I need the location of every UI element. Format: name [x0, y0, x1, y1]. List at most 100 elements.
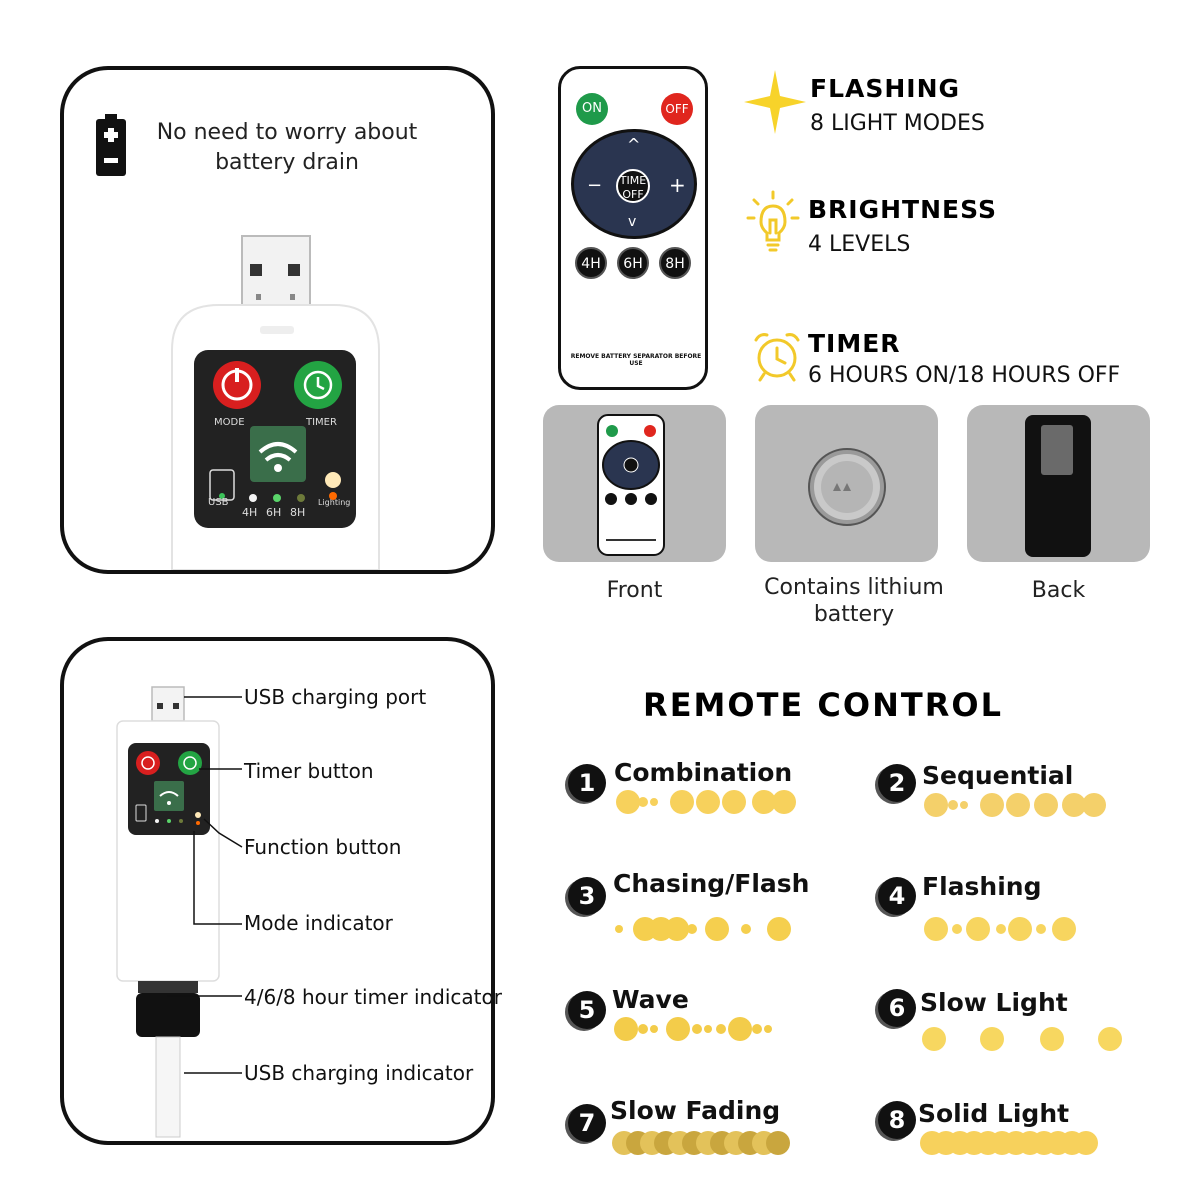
remote-time-off-button: TIME OFF — [616, 169, 650, 203]
mode-6-title: Slow Light — [920, 988, 1068, 1017]
remote-footer-text: REMOVE BATTERY SEPARATOR BEFORE USE — [570, 353, 702, 367]
device-usb-label: USB — [208, 497, 229, 508]
mode-8-title: Solid Light — [918, 1099, 1070, 1128]
mode-4-badge: 4 — [878, 877, 916, 915]
mode-8-badge: 8 — [878, 1101, 916, 1139]
light-dot — [922, 1027, 946, 1051]
coin-battery-image — [808, 448, 886, 526]
light-dot — [1008, 917, 1032, 941]
light-dot — [687, 924, 697, 934]
back-caption: Back — [1031, 578, 1086, 603]
light-dot — [1082, 793, 1106, 817]
remote-control-heading: REMOTE CONTROL — [643, 686, 1003, 724]
mode-3-badge: 3 — [568, 877, 606, 915]
light-dot — [752, 1024, 762, 1034]
light-dot — [764, 1025, 772, 1033]
callout-usb-port: USB charging port — [244, 685, 427, 709]
mode-6-badge: 6 — [878, 989, 916, 1027]
device-mode-label: MODE — [214, 417, 245, 428]
light-dot — [772, 790, 796, 814]
light-dot — [1098, 1027, 1122, 1051]
device-8h-label: 8H — [290, 506, 306, 519]
mode-2-title: Sequential — [922, 761, 1074, 790]
light-dot — [980, 793, 1004, 817]
remote-on-button: ON — [576, 93, 608, 125]
light-dot — [741, 924, 751, 934]
callout-mode-indicator: Mode indicator — [244, 911, 393, 935]
remote-6h-button: 6H — [617, 247, 649, 279]
light-dot — [650, 798, 658, 806]
light-dot — [996, 924, 1006, 934]
remote-minus-icon: − — [587, 175, 603, 196]
battery-photo — [755, 405, 938, 562]
remote-back-photo — [967, 405, 1150, 562]
battery-caption: Contains lithium battery — [764, 575, 944, 627]
lightbulb-icon — [746, 190, 800, 252]
mode-3-title: Chasing/Flash — [613, 869, 810, 898]
feature-flashing-title: FLASHING — [810, 74, 961, 103]
light-dot — [716, 1024, 726, 1034]
mode-7-title: Slow Fading — [610, 1096, 781, 1125]
callout-function-button: Function button — [244, 835, 402, 859]
remote-front-photo — [543, 405, 726, 562]
remote-illustration: ON OFF ^ v − + TIME OFF 4H 6H 8H REMOVE … — [558, 66, 708, 390]
mode-1-badge: 1 — [568, 764, 606, 802]
battery-note: No need to worry about battery drain — [156, 120, 418, 175]
remote-8h-button: 8H — [659, 247, 691, 279]
light-dot — [766, 1131, 790, 1155]
front-caption: Front — [606, 578, 663, 603]
feature-timer-sub: 6 HOURS ON/18 HOURS OFF — [808, 363, 1121, 388]
light-dot — [670, 790, 694, 814]
light-dot — [980, 1027, 1004, 1051]
light-dot — [650, 1025, 658, 1033]
remote-front-image — [597, 414, 665, 556]
light-dot — [696, 790, 720, 814]
feature-flashing-sub: 8 LIGHT MODES — [810, 111, 985, 136]
light-dot — [638, 797, 648, 807]
device-6h-label: 6H — [266, 506, 282, 519]
light-dot — [960, 801, 968, 809]
battery-icon — [96, 114, 126, 176]
feature-brightness-title: BRIGHTNESS — [808, 195, 997, 224]
light-dot — [638, 1024, 648, 1034]
feature-timer-title: TIMER — [808, 329, 901, 358]
device-diagram-panel: USB charging port Timer button Function … — [60, 637, 502, 1145]
callout-lines — [167, 696, 243, 1074]
light-dot — [924, 917, 948, 941]
feature-brightness-sub: 4 LEVELS — [808, 232, 911, 257]
mode-2-badge: 2 — [878, 764, 916, 802]
light-dot — [948, 800, 958, 810]
light-dot — [722, 790, 746, 814]
remote-plus-icon: + — [669, 173, 686, 197]
light-dot — [1036, 924, 1046, 934]
device-4h-label: 4H — [242, 506, 258, 519]
mode-4-title: Flashing — [922, 872, 1042, 901]
mode-5-badge: 5 — [568, 991, 606, 1029]
light-dot — [728, 1017, 752, 1041]
light-dot — [705, 917, 729, 941]
light-dot — [1040, 1027, 1064, 1051]
alarm-clock-icon — [754, 333, 800, 382]
mode-7-badge: 7 — [568, 1104, 606, 1142]
usb-device-image — [171, 235, 380, 570]
light-dot — [952, 924, 962, 934]
battery-panel: No need to worry about battery drain MOD… — [60, 66, 495, 574]
light-dot — [615, 925, 623, 933]
remote-off-button: OFF — [661, 93, 693, 125]
callout-timer-indicator: 4/6/8 hour timer indicator — [244, 985, 502, 1009]
callout-usb-indicator: USB charging indicator — [244, 1061, 474, 1085]
remote-4h-button: 4H — [575, 247, 607, 279]
callout-timer-button: Timer button — [244, 759, 374, 783]
light-dot — [1074, 1131, 1098, 1155]
light-dot — [767, 917, 791, 941]
light-dot — [1052, 917, 1076, 941]
light-dot — [614, 1017, 638, 1041]
remote-down-icon: v — [628, 214, 637, 230]
device-lighting-label: Lighting — [318, 498, 351, 507]
mode-1-title: Combination — [614, 758, 793, 787]
light-dot — [666, 1017, 690, 1041]
light-dot — [692, 1024, 702, 1034]
light-dot — [665, 917, 689, 941]
device-timer-label: TIMER — [306, 417, 337, 428]
light-dot — [704, 1025, 712, 1033]
